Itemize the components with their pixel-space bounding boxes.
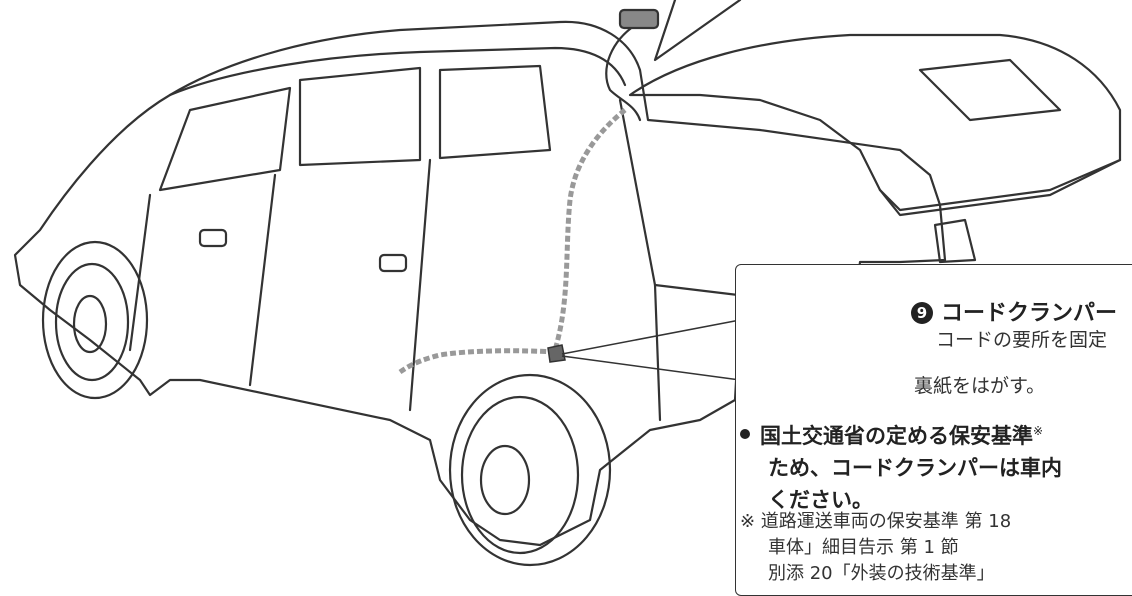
middle-door-line: [248, 173, 277, 387]
cord-route-lower: [398, 348, 556, 375]
roof-line: [168, 46, 627, 97]
bullet-dot-icon: [740, 429, 750, 439]
antenna-cable: [605, 20, 642, 122]
rear-wheel: [460, 395, 580, 555]
front-door-line: [128, 193, 152, 352]
antenna-pointer: [653, 0, 742, 62]
open-tailgate: [628, 33, 1122, 212]
footnote-line-2: 車体」細目告示 第 1 節: [768, 537, 959, 558]
front-hub: [72, 294, 108, 354]
cord-clamper-marker: [547, 344, 566, 363]
item-description: コードの要所を固定: [936, 329, 1108, 351]
tailgate-inner: [878, 158, 1122, 217]
bullet-footnote-mark: ※: [1033, 424, 1044, 438]
front-door-window: [158, 86, 292, 192]
item-title: コードクランパー: [941, 301, 1118, 326]
item-number-badge: 9: [911, 302, 933, 324]
antenna-unit: [618, 8, 660, 30]
footnote-line-3: 別添 20「外装の技術基準」: [768, 563, 995, 584]
bullet-line-1: 国土交通省の定める保安基準: [760, 424, 1033, 448]
front-door-handle: [198, 228, 228, 248]
callout-panel: 9 コードクランパー コードの要所を固定 裏紙をはがす。 国土交通省の定める保安基…: [735, 264, 1132, 596]
rear-hub: [479, 444, 531, 516]
front-wheel-arch: [41, 240, 149, 400]
callout-pointer: [561, 319, 741, 381]
car-body-outline: [13, 20, 947, 547]
rear-door-line: [408, 158, 432, 412]
peel-label: 裏紙をはがす。: [914, 375, 1046, 397]
cord-route-upper: [552, 108, 627, 351]
bullet-line-3: ください。: [768, 488, 873, 512]
rear-door-handle: [378, 253, 408, 273]
tail-light: [933, 218, 977, 264]
footnote-line-1: ※ 道路運送車両の保安基準 第 18: [740, 511, 1012, 532]
safety-note-bullet: 国土交通省の定める保安基準※ ため、コードクランパーは車内 ください。: [740, 415, 1062, 516]
quarter-window: [438, 64, 552, 160]
tailgate-window: [918, 58, 1062, 122]
c-pillar: [618, 98, 662, 422]
bullet-line-2: ため、コードクランパーは車内: [768, 456, 1062, 480]
footnote: ※ 道路運送車両の保安基準 第 18 車体」細目告示 第 1 節 別添 20「外…: [740, 509, 1011, 587]
front-wheel: [54, 262, 130, 382]
rear-wheel-arch: [448, 373, 612, 567]
rear-window: [298, 66, 422, 167]
item-heading: 9 コードクランパー: [911, 295, 1117, 327]
